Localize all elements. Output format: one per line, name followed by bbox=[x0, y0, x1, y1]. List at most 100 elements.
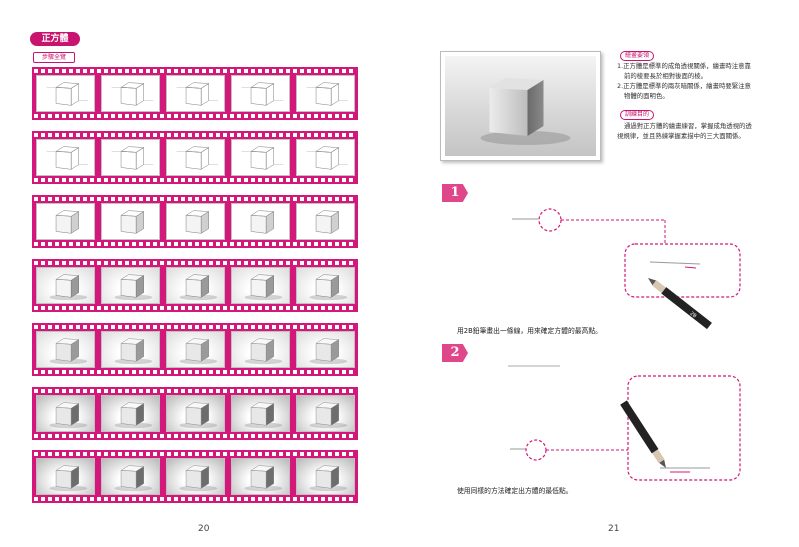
cube-sketch bbox=[179, 338, 218, 365]
purpose-line-2: 視規律，並且熟練掌握素描中的三大面關係。 bbox=[617, 132, 745, 140]
step-1-caption: 用2B鉛筆畫出一條線，用來確定方體的最高點。 bbox=[457, 327, 602, 335]
cube-sketch bbox=[120, 210, 145, 234]
page-number-left: 20 bbox=[198, 524, 210, 534]
cube-sketch-frame bbox=[231, 75, 290, 112]
film-strip-stage-5 bbox=[32, 323, 358, 376]
film-strip-stage-7 bbox=[32, 450, 358, 503]
cube-sketch bbox=[309, 465, 348, 492]
cube-sketch bbox=[241, 82, 284, 106]
cube-sketch-frame bbox=[166, 139, 225, 176]
cube-sketch bbox=[111, 82, 154, 106]
step-2-illustration bbox=[508, 365, 741, 481]
technique-item-2: 2.正方體是標準的兩灰暗關係，繪畫時要緊注意 bbox=[617, 82, 751, 90]
cube-sketch bbox=[46, 146, 89, 170]
cube-sketch bbox=[111, 146, 154, 170]
cube-sketch bbox=[185, 210, 210, 234]
cube-sketch bbox=[309, 338, 348, 365]
purpose-tag: 訓練目的 bbox=[620, 110, 655, 120]
film-holes bbox=[34, 197, 356, 201]
cube-sketch bbox=[179, 274, 218, 301]
technique-text: 1.正方體是標準的成角透視關係，繪畫時注意靠 前的棱要長於相對後面的棱。 2.正… bbox=[617, 61, 751, 101]
film-holes bbox=[34, 370, 356, 374]
film-holes bbox=[34, 497, 356, 501]
step-2-number: 2 bbox=[442, 344, 468, 362]
cube-sketch-frame bbox=[101, 395, 160, 432]
section-subtitle: 步驟全覽 bbox=[33, 52, 75, 63]
cube-sketch bbox=[250, 210, 275, 234]
cube-sketch bbox=[306, 146, 349, 170]
technique-item-1b: 前的棱要長於相對後面的棱。 bbox=[624, 72, 708, 80]
cube-sketch bbox=[49, 338, 88, 365]
cube-sketch-frame bbox=[166, 395, 225, 432]
cube-sketch bbox=[114, 402, 153, 429]
film-holes bbox=[34, 178, 356, 182]
cube-sketch-frame bbox=[231, 203, 290, 240]
cube-sketch-frame bbox=[101, 458, 160, 495]
purpose-text: 通過對正方體的繪畫練習，掌握成角透視的透 視規律，並且熟練掌握素描中的三大面關係… bbox=[617, 121, 752, 141]
cube-sketch-frame bbox=[101, 203, 160, 240]
cube-sketch-frame bbox=[36, 395, 95, 432]
technique-item-1: 1.正方體是標準的成角透視關係，繪畫時注意靠 bbox=[617, 62, 751, 70]
step-2-caption: 使用同樣的方法確定出方體的最低點。 bbox=[457, 487, 573, 495]
cube-sketch bbox=[306, 82, 349, 106]
technique-tag: 繪畫要領 bbox=[620, 51, 655, 61]
cube-sketch-frame bbox=[36, 458, 95, 495]
cube-sketch-frame bbox=[101, 267, 160, 304]
film-holes bbox=[34, 133, 356, 137]
cube-sketch bbox=[315, 210, 340, 234]
cube-sketch bbox=[309, 274, 348, 301]
cube-sketch bbox=[49, 402, 88, 429]
cube-sketch-frame bbox=[231, 267, 290, 304]
cube-sketch bbox=[46, 82, 89, 106]
cube-sketch bbox=[179, 465, 218, 492]
cube-sketch bbox=[49, 274, 88, 301]
film-strip-stage-3 bbox=[32, 195, 358, 248]
cube-sketch-frame bbox=[296, 75, 355, 112]
cube-sketch bbox=[244, 402, 283, 429]
cube-sketch-frame bbox=[231, 331, 290, 368]
film-holes bbox=[34, 261, 356, 265]
page-number-right: 21 bbox=[608, 524, 620, 534]
cube-sketch bbox=[176, 146, 219, 170]
cube-sketch bbox=[176, 82, 219, 106]
film-strip-stage-6 bbox=[32, 387, 358, 440]
film-holes bbox=[34, 306, 356, 310]
film-holes bbox=[34, 434, 356, 438]
cube-sketch bbox=[244, 274, 283, 301]
cube-sketch-frame bbox=[231, 458, 290, 495]
cube-sketch-frame bbox=[296, 139, 355, 176]
cube-sketch-frame bbox=[166, 267, 225, 304]
cube-sketch-frame bbox=[101, 331, 160, 368]
reference-photo bbox=[440, 51, 601, 161]
film-holes bbox=[34, 242, 356, 246]
technique-item-2b: 物體的面明色。 bbox=[624, 92, 669, 100]
cube-sketch-frame bbox=[296, 395, 355, 432]
cube-sketch-frame bbox=[231, 395, 290, 432]
purpose-line-1: 通過對正方體的繪畫練習，掌握成角透視的透 bbox=[624, 122, 752, 130]
cube-sketch-frame bbox=[231, 139, 290, 176]
cube-sketch-frame bbox=[296, 267, 355, 304]
cube-sketch-frame bbox=[296, 458, 355, 495]
film-strip-stage-4 bbox=[32, 259, 358, 312]
film-holes bbox=[34, 452, 356, 456]
page-title: 正方體 bbox=[30, 32, 80, 46]
film-holes bbox=[34, 325, 356, 329]
cube-sketch-frame bbox=[296, 331, 355, 368]
cube-sketch bbox=[309, 402, 348, 429]
cube-sketch-frame bbox=[166, 203, 225, 240]
cube-sketch bbox=[114, 465, 153, 492]
cube-sketch bbox=[241, 146, 284, 170]
cube-sketch-frame bbox=[36, 267, 95, 304]
cube-sketch bbox=[49, 465, 88, 492]
film-holes bbox=[34, 114, 356, 118]
cube-sketch-frame bbox=[36, 203, 95, 240]
cube-sketch-frame bbox=[166, 458, 225, 495]
cube-sketch bbox=[179, 402, 218, 429]
cube-photo-illustration bbox=[480, 78, 571, 145]
film-holes bbox=[34, 389, 356, 393]
cube-sketch-frame bbox=[166, 75, 225, 112]
cube-sketch bbox=[244, 465, 283, 492]
cube-sketch-frame bbox=[36, 331, 95, 368]
cube-sketch-frame bbox=[296, 203, 355, 240]
cube-sketch-frame bbox=[166, 331, 225, 368]
